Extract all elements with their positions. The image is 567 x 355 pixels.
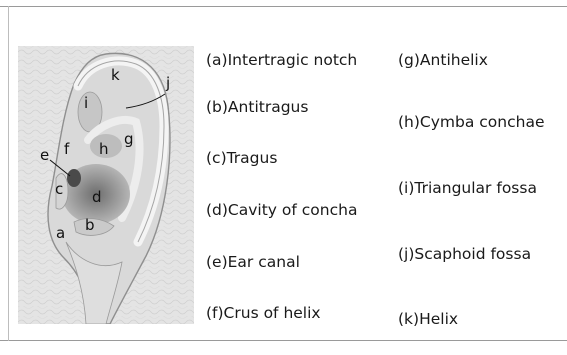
- legend-cymba-conchae: (h)Cymba conchae: [398, 113, 545, 131]
- legend-tragus: (c)Tragus: [206, 149, 277, 167]
- legend-intertragic-notch: (a)Intertragic notch: [206, 51, 357, 69]
- legend-antihelix: (g)Antihelix: [398, 51, 488, 69]
- legend-scaphoid-fossa: (j)Scaphoid fossa: [398, 245, 531, 263]
- legend-triangular-fossa: (i)Triangular fossa: [398, 179, 537, 197]
- legend-cavity-of-concha: (d)Cavity of concha: [206, 201, 357, 219]
- legend-crus-of-helix: (f)Crus of helix: [206, 304, 321, 322]
- legend-helix: (k)Helix: [398, 310, 458, 328]
- legend-ear-canal: (e)Ear canal: [206, 253, 300, 271]
- legend-antitragus: (b)Antitragus: [206, 98, 308, 116]
